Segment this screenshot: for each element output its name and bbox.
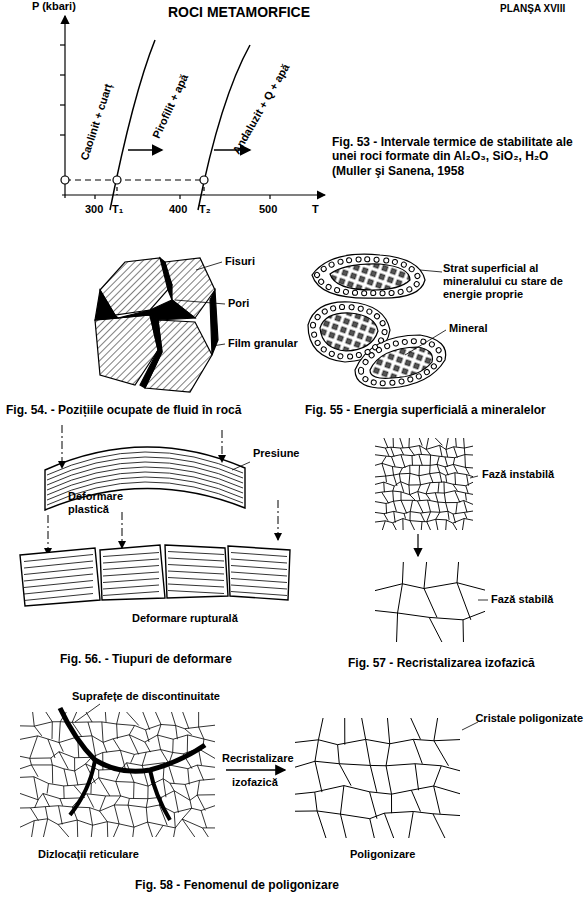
phase-field: Andaluzit + Q + apă	[230, 62, 292, 157]
grain-boundary	[375, 438, 473, 530]
tick-label: T₂	[199, 203, 211, 216]
part-label: Fază stabilă	[491, 593, 553, 606]
plate-title: ROCI METAMORFICE	[168, 4, 310, 21]
part-label: Pori	[228, 297, 249, 310]
part-label: Suprafețe de discontinuitate	[72, 690, 220, 703]
deformation-figure	[20, 425, 290, 606]
rock-layers	[24, 452, 287, 601]
tick-label: 300	[85, 203, 103, 216]
mineral-surface-figure	[308, 254, 446, 388]
part-label: Cristale poligonizate	[475, 712, 583, 725]
figure-caption: Fig. 53 - Intervale termice de stabilita…	[332, 135, 582, 178]
figure-caption: Fig. 55 - Energia superficială a mineral…	[305, 403, 546, 417]
part-label: Deformare rupturală	[132, 612, 238, 625]
pt-diagram	[60, 16, 325, 210]
part-label: Poligonizare	[350, 848, 415, 861]
rock-fluid-figure	[95, 258, 225, 392]
figure-caption: Fig. 58 - Fenomenul de poligonizare	[135, 878, 339, 892]
figure-caption: Fig. 54. - Pozițiile ocupate de fluid în…	[6, 403, 241, 417]
grain-boundary	[295, 718, 460, 838]
plate-number: PLANŞA XVIII	[500, 3, 565, 15]
polygonization-figure	[20, 704, 478, 838]
part-label: Fisuri	[225, 255, 255, 268]
figure-caption: Fig. 56. - Tiupuri de deformare	[60, 652, 232, 666]
arrow-label: Recristalizare	[222, 752, 294, 765]
part-label: Presiune	[253, 447, 299, 460]
part-label: Film granular	[228, 337, 298, 350]
arrow-label: izofazică	[232, 776, 278, 789]
figure-caption: Fig. 57 - Recristalizarea izofazică	[348, 656, 535, 670]
tick-label: T₁	[112, 203, 123, 216]
recrystallization-figure	[375, 438, 488, 642]
part-label: Dizlocații reticulare	[38, 848, 139, 861]
phase-field: Pirofilit + apă	[150, 72, 191, 140]
part-label: Deformare plastică	[68, 490, 120, 516]
axis-label: P (kbari)	[32, 0, 76, 13]
part-label: Strat superficial al mineralului cu star…	[443, 262, 583, 302]
grain-boundary	[20, 712, 215, 837]
part-label: Fază instabilă	[482, 468, 554, 481]
axis-label: T	[312, 203, 319, 216]
part-label: Mineral	[449, 322, 488, 335]
phase-field: Caolinit + cuarț	[78, 82, 115, 162]
tick-label: 400	[169, 203, 187, 216]
tick-label: 500	[259, 203, 277, 216]
grain-boundary	[375, 562, 485, 642]
